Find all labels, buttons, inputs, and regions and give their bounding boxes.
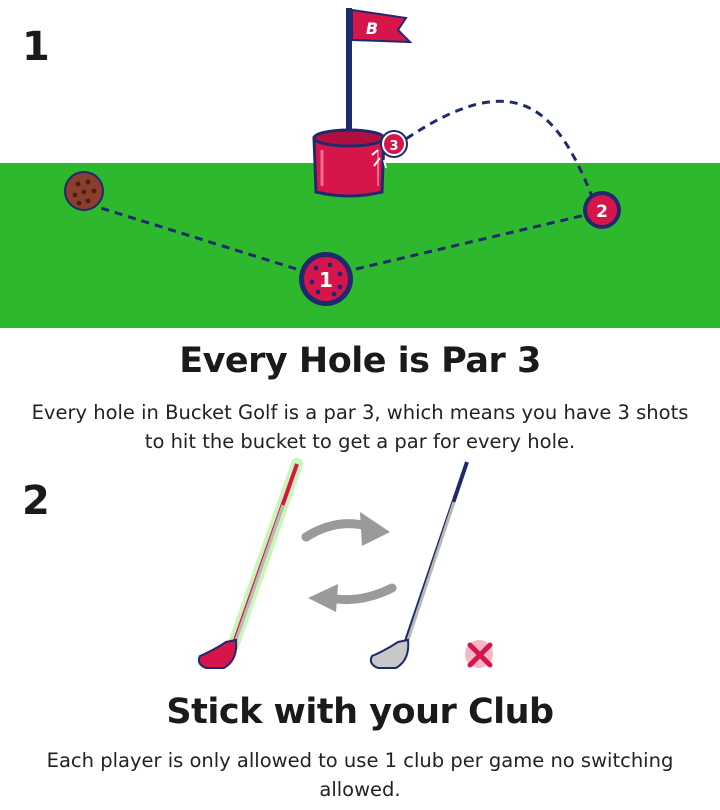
- swap-arrows-icon: [301, 512, 397, 612]
- shot-2-marker: 2: [583, 191, 621, 229]
- shot-3-label: 3: [389, 139, 398, 154]
- section-1-heading: Every Hole is Par 3: [179, 341, 541, 381]
- start-ball-icon: [64, 171, 104, 211]
- shot-path-arc: [399, 99, 600, 213]
- navy-club-icon: [369, 461, 469, 669]
- flag-letter: B: [366, 19, 378, 38]
- shot-1-marker: 1: [299, 252, 353, 306]
- club-illustration: [197, 458, 493, 669]
- red-club-icon: [197, 458, 303, 669]
- step-number-2: 2: [22, 478, 50, 524]
- not-allowed-icon: [465, 640, 493, 668]
- shot-1-label: 1: [319, 268, 333, 292]
- step-number-1: 1: [22, 24, 50, 70]
- shot-2-label: 2: [596, 202, 608, 222]
- shot-3-marker: 3: [371, 130, 408, 169]
- par-3-illustration: B 1 2 3: [0, 8, 720, 328]
- flag-icon: B: [346, 8, 413, 148]
- section-2-heading: Stick with your Club: [166, 692, 554, 732]
- section-1-text: Every hole in Bucket Golf is a par 3, wh…: [31, 401, 689, 453]
- section-2-text: Each player is only allowed to use 1 clu…: [46, 749, 674, 801]
